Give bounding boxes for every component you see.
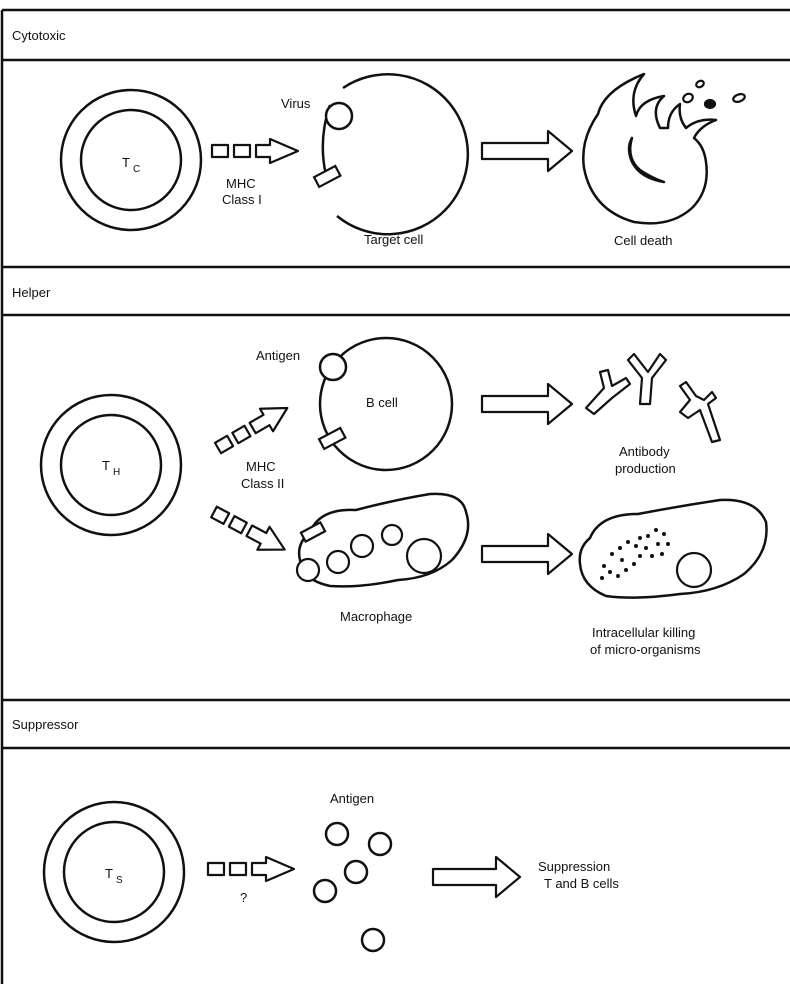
mhc-class-i-arrow — [210, 137, 300, 165]
macrophage-antigen — [295, 557, 321, 583]
section-title-helper: Helper — [12, 285, 51, 300]
suppressor-t-cell — [42, 800, 186, 944]
b-cell — [318, 336, 454, 472]
suppressor-dashed-arrow — [206, 855, 296, 883]
mhc-class-ii-label-line1: MHC — [246, 459, 276, 474]
mhc-class-ii-arrow-up — [213, 406, 289, 455]
suppression-label-line1: Suppression — [538, 859, 610, 874]
suppressor-cell-letter: T — [105, 866, 113, 881]
cytotoxic-t-cell — [59, 88, 203, 232]
macrophage-vesicles — [325, 523, 443, 575]
virus-label: Virus — [281, 96, 311, 111]
cytotoxic-cell-subscript: C — [133, 164, 140, 175]
helper-killing-arrow — [480, 532, 574, 576]
mhc-class-i-label-line1: MHC — [226, 176, 256, 191]
lysed-cell — [582, 72, 718, 225]
antibody-icons — [584, 352, 722, 444]
b-cell-label: B cell — [366, 395, 398, 410]
cytotoxic-cell-letter: T — [122, 155, 130, 170]
micro-organism-dots — [600, 528, 670, 580]
mhc-class-ii-arrow-down — [210, 505, 286, 551]
helper-t-cell — [39, 393, 183, 537]
b-cell-antigen — [318, 352, 348, 382]
killing-label-line2: of micro-organisms — [590, 642, 701, 657]
cell-death-label: Cell death — [614, 233, 673, 248]
antigen-label-helper: Antigen — [256, 348, 300, 363]
macrophage-label: Macrophage — [340, 609, 412, 624]
mhc-class-i-label-line2: Class I — [222, 192, 262, 207]
target-cell-label: Target cell — [364, 232, 423, 247]
diagram-frame — [0, 8, 790, 984]
helper-cell-subscript: H — [113, 467, 120, 478]
antigen-label-suppressor: Antigen — [330, 791, 374, 806]
section-title-cytotoxic: Cytotoxic — [12, 28, 66, 43]
killing-label-line1: Intracellular killing — [592, 625, 695, 640]
suppressor-cell-subscript: S — [116, 875, 123, 886]
suppressor-question-mark: ? — [240, 890, 247, 905]
antibody-label-line1: Antibody — [619, 444, 670, 459]
suppression-label-line2: T and B cells — [544, 876, 619, 891]
free-antigens — [312, 821, 393, 953]
suppression-arrow — [431, 855, 522, 899]
virus-particle — [324, 101, 354, 131]
activated-macrophage — [578, 498, 768, 599]
cytotoxic-result-arrow — [480, 129, 574, 173]
activated-macrophage-vesicle — [675, 551, 713, 589]
cell-debris — [682, 79, 746, 110]
mhc-class-ii-receptor — [317, 426, 347, 451]
mhc-class-ii-label-line2: Class II — [241, 476, 284, 491]
target-cell — [321, 73, 470, 236]
macrophage-receptor — [299, 520, 327, 544]
antibody-label-line2: production — [615, 461, 676, 476]
helper-antibody-arrow — [480, 382, 574, 426]
mhc-class-i-receptor — [312, 164, 342, 189]
helper-cell-letter: T — [102, 458, 110, 473]
section-title-suppressor: Suppressor — [12, 717, 79, 732]
